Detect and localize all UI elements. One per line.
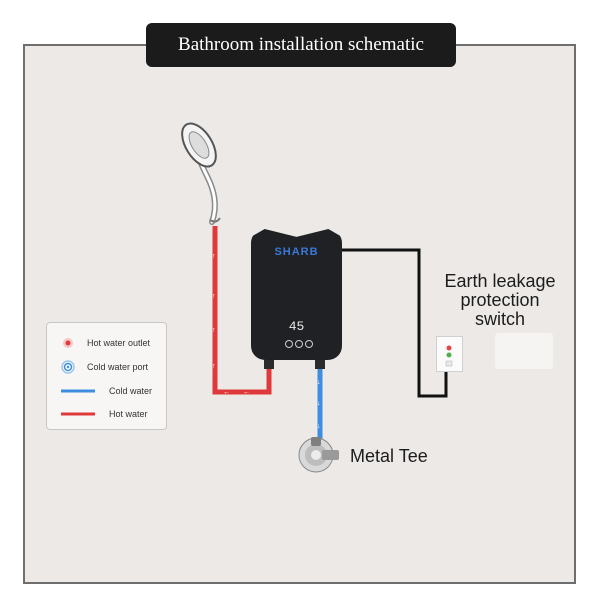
svg-text:↑: ↑ — [212, 293, 216, 300]
diagram-title: Bathroom installation schematic — [178, 34, 424, 55]
legend-label: Hot water outlet — [87, 338, 151, 348]
shower-head-icon — [181, 122, 221, 225]
heater-temperature-display: 45 — [288, 319, 305, 334]
legend-label: Cold water — [109, 386, 153, 396]
label-line-protection: protection — [460, 290, 540, 310]
legend-label: Hot water — [109, 409, 148, 419]
legend-box: Hot water outlet Cold water port Cold wa… — [46, 322, 167, 430]
svg-text:↑: ↑ — [212, 363, 216, 370]
svg-text:↑: ↑ — [212, 253, 216, 260]
power-wire — [342, 248, 448, 398]
red-dot-icon — [55, 335, 81, 351]
metal-tee-label: Metal Tee — [350, 446, 428, 466]
red-line-icon — [55, 406, 95, 422]
label-line-earth-leakage: Earth leakage — [444, 271, 556, 291]
earth-leakage-label: Earth leakage protection switch — [430, 272, 570, 329]
svg-text:←: ← — [223, 389, 230, 396]
legend-label: Cold water port — [87, 362, 149, 372]
heater-minus-button[interactable] — [295, 340, 303, 348]
metal-tee-icon — [297, 435, 341, 475]
blue-ring-icon — [55, 359, 81, 375]
hot-pipe-arrows: ↑ ↑ ↑ ↑ ← ← — [212, 253, 250, 396]
hot-outlet-fitting — [264, 360, 274, 369]
heater-brand-logo: SHARB — [274, 246, 319, 258]
blue-line-icon — [55, 383, 95, 399]
svg-text:↓: ↓ — [317, 423, 321, 430]
title-banner: Bathroom installation schematic — [146, 23, 456, 67]
svg-text:↓: ↓ — [317, 400, 321, 407]
svg-text:↓: ↓ — [317, 379, 321, 386]
legend-item-hot-water-outlet: Hot water outlet — [47, 335, 168, 351]
switch-shadow-panel — [495, 333, 553, 369]
svg-text:↑: ↑ — [212, 327, 216, 334]
svg-text:←: ← — [243, 389, 250, 396]
legend-item-cold-water: Cold water — [47, 383, 168, 399]
legend-item-hot-water: Hot water — [47, 406, 168, 422]
label-line-switch: switch — [474, 309, 525, 329]
heater-power-button[interactable] — [285, 340, 293, 348]
water-heater: SHARB 45 — [251, 229, 342, 360]
heater-plus-button[interactable] — [305, 340, 313, 348]
legend-item-cold-water-port: Cold water port — [47, 359, 168, 375]
cold-inlet-fitting — [315, 360, 325, 369]
cold-pipe-arrows: ↓ ↓ ↓ — [317, 379, 321, 430]
hot-water-pipe — [212, 226, 272, 395]
earth-leakage-switch-icon — [436, 336, 463, 372]
